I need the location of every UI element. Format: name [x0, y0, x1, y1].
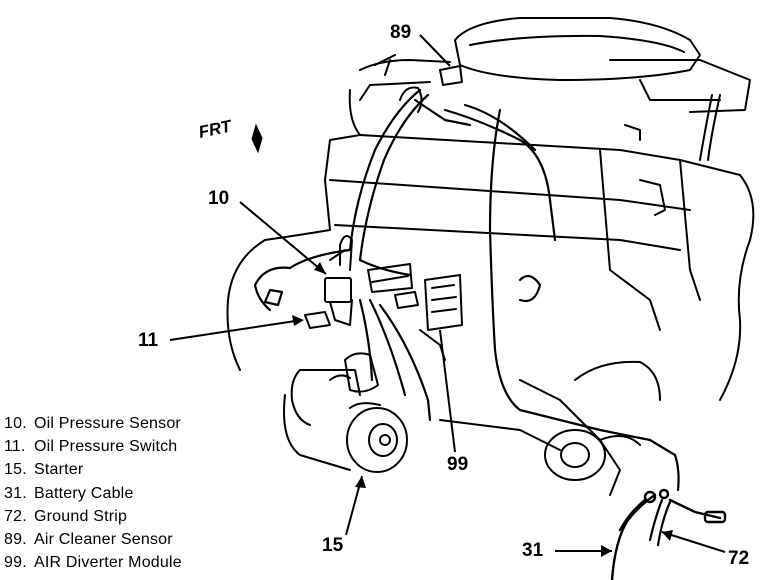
front-direction-indicator: FRT [197, 116, 263, 154]
legend-item: 72. Ground Strip [4, 505, 182, 528]
legend-number: 10. [4, 415, 27, 432]
direction-arrow-icon [251, 123, 263, 154]
engine-block [226, 81, 755, 496]
legend-number: 89. [4, 531, 27, 549]
legend-label: Oil Pressure Switch [34, 438, 178, 456]
air-diverter-module [419, 274, 463, 361]
legend-item: 89. Air Cleaner Sensor [4, 528, 182, 551]
starter-motor [283, 352, 408, 473]
callout-31: 31 [522, 540, 544, 561]
legend-label: Battery Cable [34, 484, 134, 502]
air-cleaner-sensor [399, 65, 463, 113]
legend-number: 15. [4, 461, 27, 479]
legend-number: 11. [4, 438, 26, 456]
legend-label: AIR Diverter Module [34, 554, 182, 572]
legend-label: Starter [34, 461, 84, 479]
pulley [544, 429, 641, 481]
ground-strip [648, 498, 672, 547]
legend-label: Air Cleaner Sensor [34, 531, 173, 549]
callout-11: 11 [138, 330, 159, 351]
legend-label: Oil Pressure Sensor [34, 415, 181, 432]
brackets-and-hoses [374, 54, 721, 216]
legend-number: 31. [4, 484, 27, 502]
legend-label: Ground Strip [34, 507, 128, 525]
front-label: FRT [197, 116, 235, 142]
legend-item: 99. AIR Diverter Module [4, 551, 182, 574]
parts-legend: 10. Oil Pressure Sensor 11. Oil Pressure S… [4, 412, 182, 574]
air-cleaner-housing [359, 17, 751, 113]
wiring-harness [253, 88, 680, 492]
harness-connectors [367, 263, 419, 309]
callout-99: 99 [447, 454, 468, 475]
battery-cable [610, 488, 727, 580]
callout-15: 15 [322, 535, 344, 556]
legend-item: 10. Oil Pressure Sensor [4, 412, 182, 435]
callout-72: 72 [728, 548, 749, 569]
leader-arrowheads [292, 262, 673, 557]
legend-item: 11. Oil Pressure Switch [4, 435, 182, 458]
legend-item: 15. Starter [4, 458, 182, 481]
legend-item: 31. Battery Cable [4, 482, 182, 505]
callout-89: 89 [390, 22, 411, 43]
legend-number: 99. [4, 554, 27, 572]
callout-numbers: 89 10 11 15 99 31 72 [138, 22, 749, 569]
callout-10: 10 [208, 188, 229, 209]
legend-number: 72. [4, 507, 27, 525]
